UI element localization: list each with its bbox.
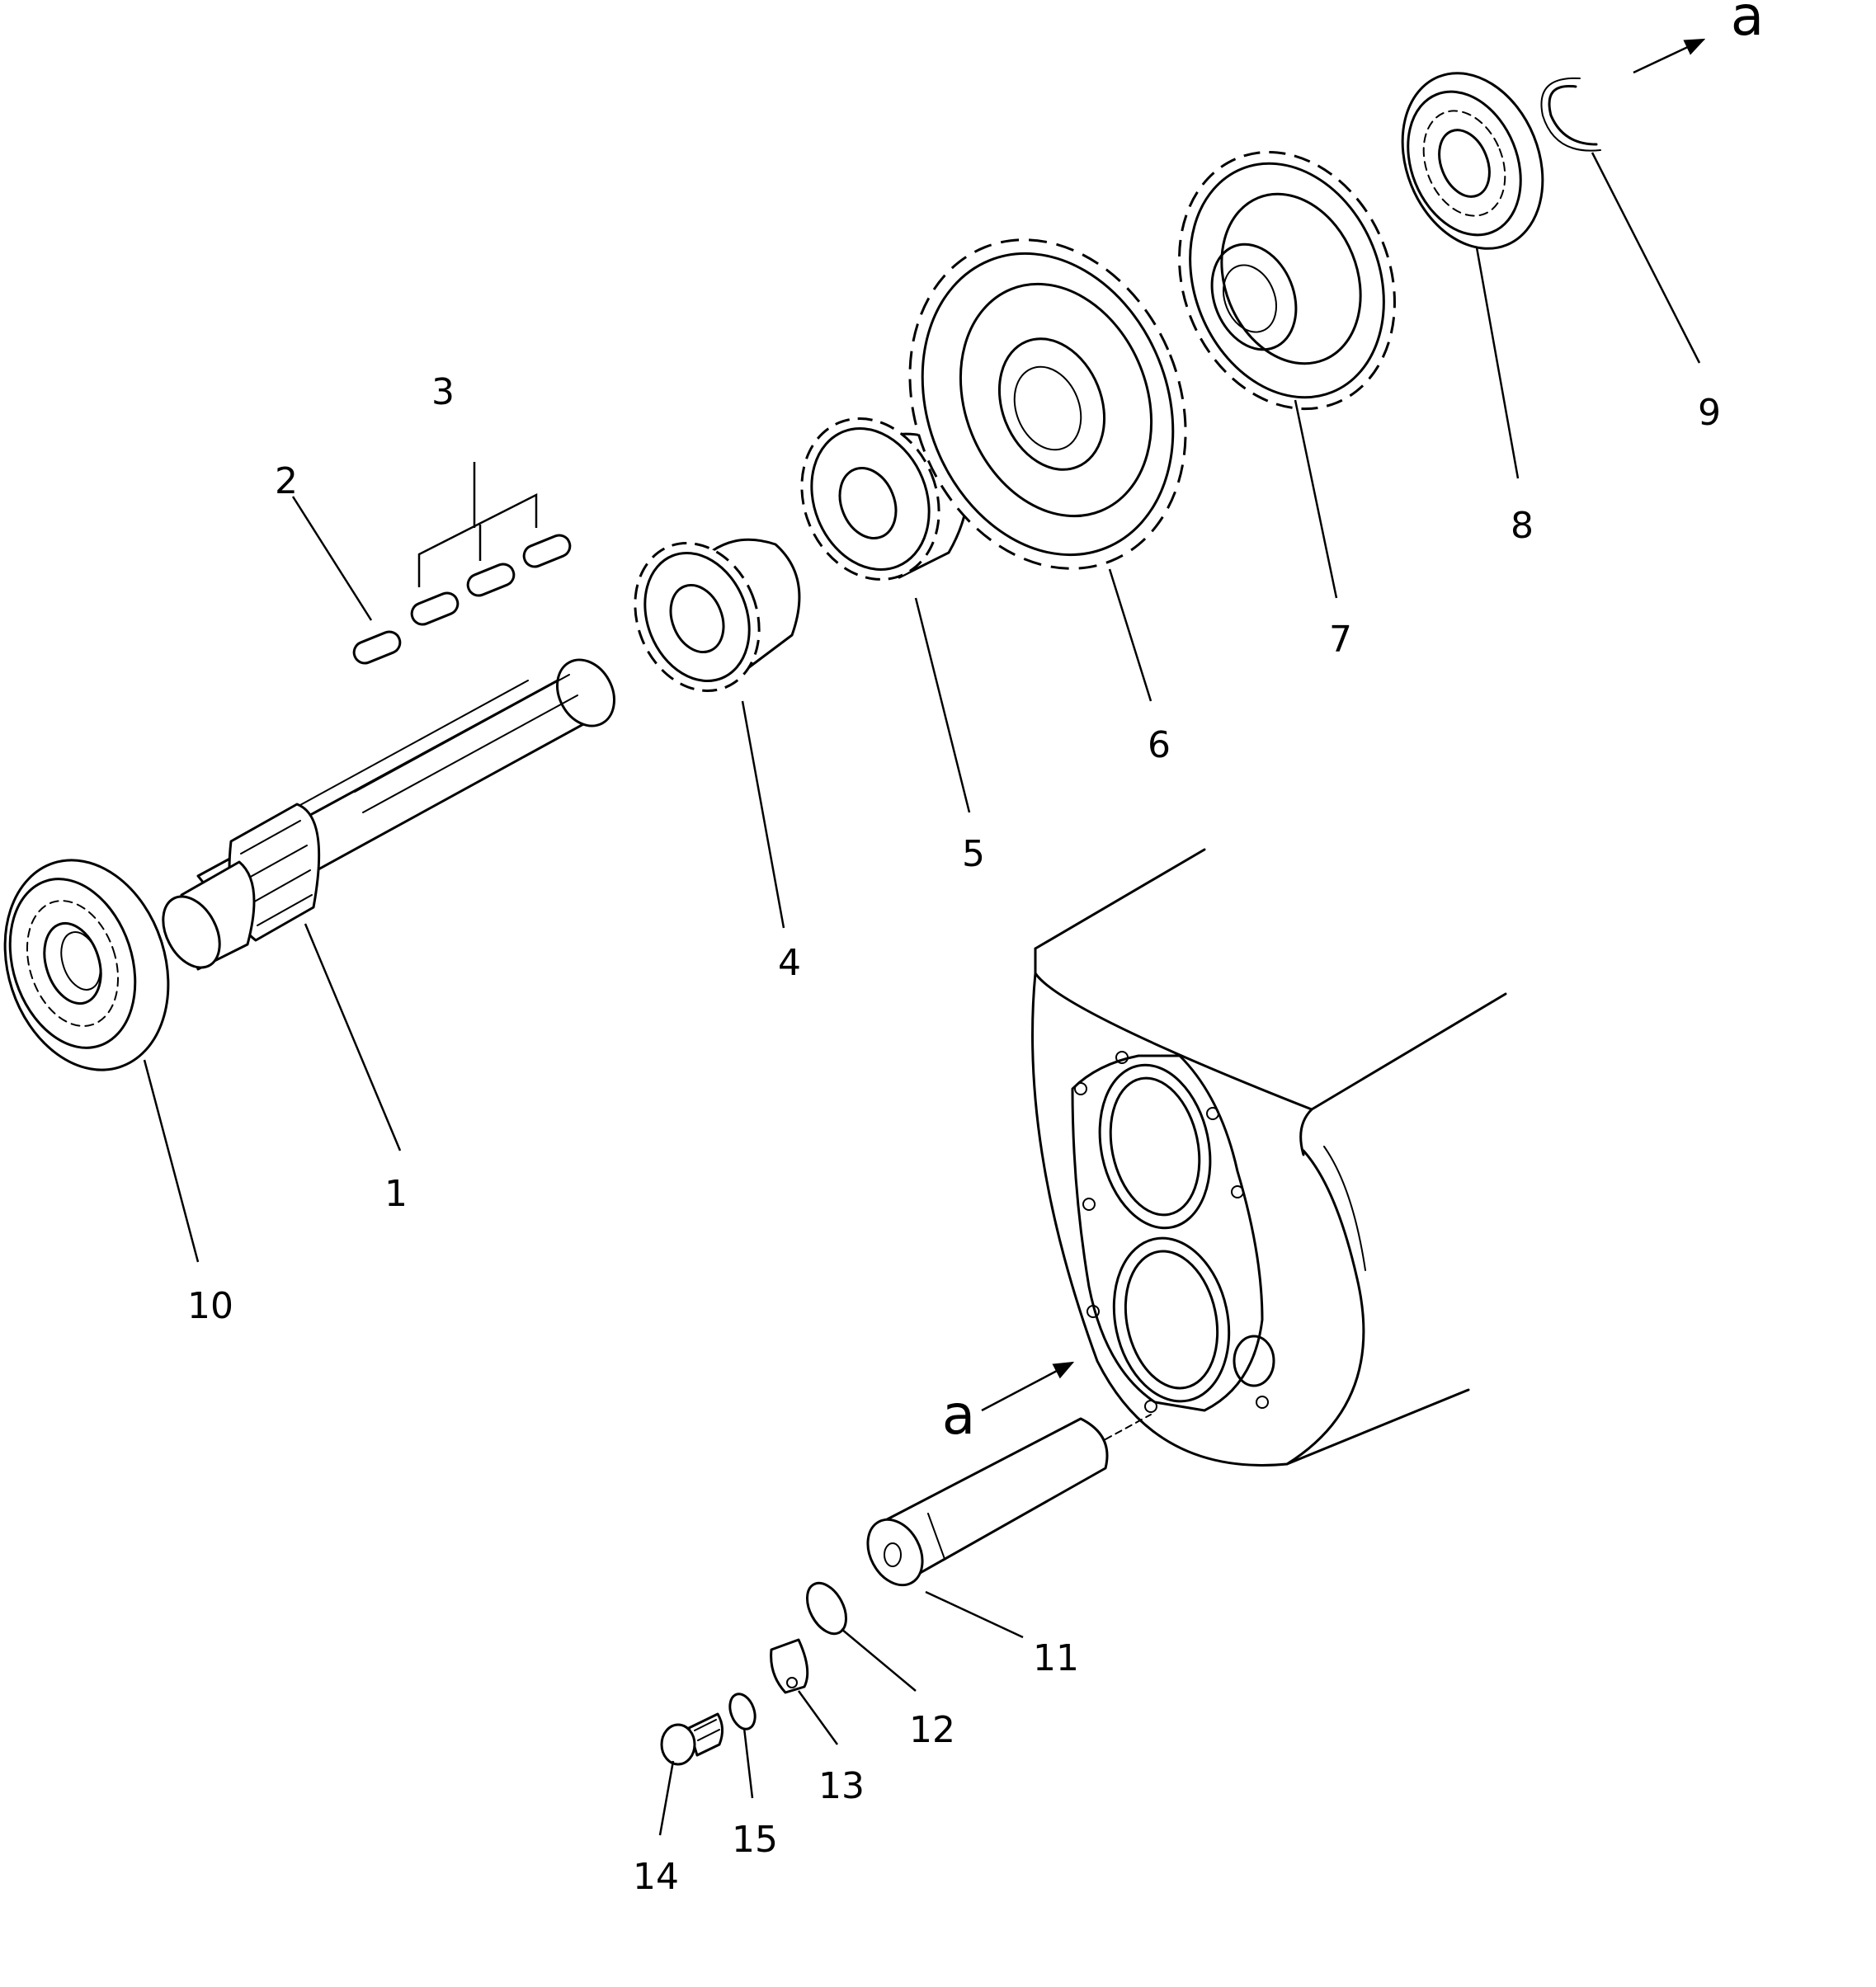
main-shaft xyxy=(162,658,615,971)
view-marker-a-top: a xyxy=(1731,0,1764,48)
bearing-front xyxy=(3,859,170,1071)
gear-4 xyxy=(634,538,801,692)
callout-8: 8 xyxy=(1511,505,1534,547)
gear-6 xyxy=(908,238,1187,570)
callout-1: 1 xyxy=(384,1173,408,1215)
callout-3: 3 xyxy=(431,371,455,413)
callout-10: 10 xyxy=(187,1285,233,1327)
callout-4: 4 xyxy=(778,942,801,984)
lock-plate xyxy=(770,1638,809,1694)
o-ring xyxy=(806,1581,847,1636)
callout-11: 11 xyxy=(1033,1637,1079,1679)
callout-5: 5 xyxy=(962,833,985,875)
transmission-case xyxy=(1031,848,1507,1467)
view-marker-a-case: a xyxy=(942,1383,975,1447)
callout-12: 12 xyxy=(909,1709,955,1751)
callout-2: 2 xyxy=(275,460,298,502)
callout-13: 13 xyxy=(818,1765,865,1807)
bearing-rear xyxy=(1401,72,1544,250)
callout-6: 6 xyxy=(1148,724,1171,766)
keys-set xyxy=(410,462,572,626)
washer xyxy=(728,1693,757,1730)
gear-7 xyxy=(1178,150,1396,411)
callout-7: 7 xyxy=(1329,619,1352,661)
idler-shaft xyxy=(866,1414,1152,1587)
view-arrows xyxy=(981,38,1706,1412)
snap-ring xyxy=(1540,77,1601,152)
callout-14: 14 xyxy=(633,1856,679,1898)
callout-15: 15 xyxy=(732,1819,778,1861)
bolt xyxy=(660,1712,724,1766)
key-single xyxy=(352,630,402,665)
callout-9: 9 xyxy=(1698,392,1721,434)
leader-lines xyxy=(143,152,1701,1836)
